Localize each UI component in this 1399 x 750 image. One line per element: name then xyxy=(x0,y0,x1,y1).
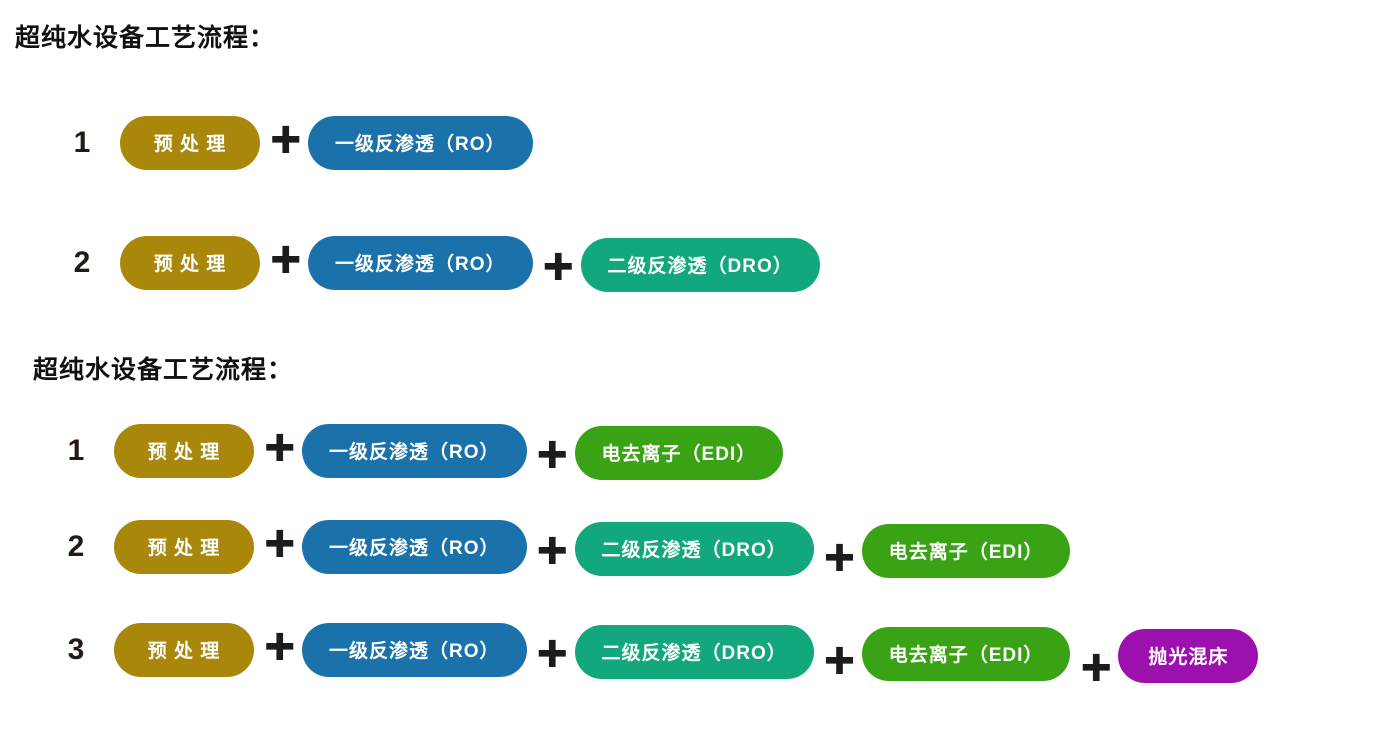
plus-icon: + xyxy=(262,423,298,471)
process-step-pill: 抛光混床 xyxy=(1118,628,1259,683)
plus-icon: + xyxy=(541,242,577,290)
process-step-pill: 二级反渗透（DRO） xyxy=(574,624,814,679)
row-number: 1 xyxy=(73,125,91,159)
process-step-pill: 预 处 理 xyxy=(120,115,260,170)
process-step-pill: 电去离子（EDI） xyxy=(861,626,1071,681)
row-number: 2 xyxy=(67,529,85,563)
process-step-pill: 二级反渗透（DRO） xyxy=(574,521,814,576)
process-step-pill: 一级反渗透（RO） xyxy=(302,519,527,574)
process-step-pill: 预 处 理 xyxy=(114,423,254,478)
plus-icon: + xyxy=(535,430,571,478)
plus-icon: + xyxy=(535,526,571,574)
process-step-pill: 一级反渗透（RO） xyxy=(308,235,533,290)
plus-icon: + xyxy=(262,519,298,567)
process-step-pill: 电去离子（EDI） xyxy=(574,425,784,480)
process-step-pill: 电去离子（EDI） xyxy=(861,523,1071,578)
process-step-pill: 预 处 理 xyxy=(120,235,260,290)
plus-icon: + xyxy=(268,115,304,163)
plus-icon: + xyxy=(822,533,858,581)
process-step-pill: 一级反渗透（RO） xyxy=(302,423,527,478)
plus-icon: + xyxy=(1078,643,1114,691)
plus-icon: + xyxy=(535,629,571,677)
section-title: 超纯水设备工艺流程： xyxy=(15,24,276,52)
plus-icon: + xyxy=(262,622,298,670)
process-step-pill: 一级反渗透（RO） xyxy=(302,622,527,677)
plus-icon: + xyxy=(822,636,858,684)
row-number: 1 xyxy=(67,433,85,467)
process-row: 1 预 处 理+一级反渗透（RO） xyxy=(60,114,533,171)
row-number: 2 xyxy=(73,245,91,279)
process-step-pill: 二级反渗透（DRO） xyxy=(580,237,820,292)
plus-icon: + xyxy=(268,235,304,283)
process-step-pill: 预 处 理 xyxy=(114,519,254,574)
process-step-pill: 一级反渗透（RO） xyxy=(308,115,533,170)
row-number: 3 xyxy=(67,632,85,666)
section-title: 超纯水设备工艺流程： xyxy=(33,356,294,384)
process-step-pill: 预 处 理 xyxy=(114,622,254,677)
